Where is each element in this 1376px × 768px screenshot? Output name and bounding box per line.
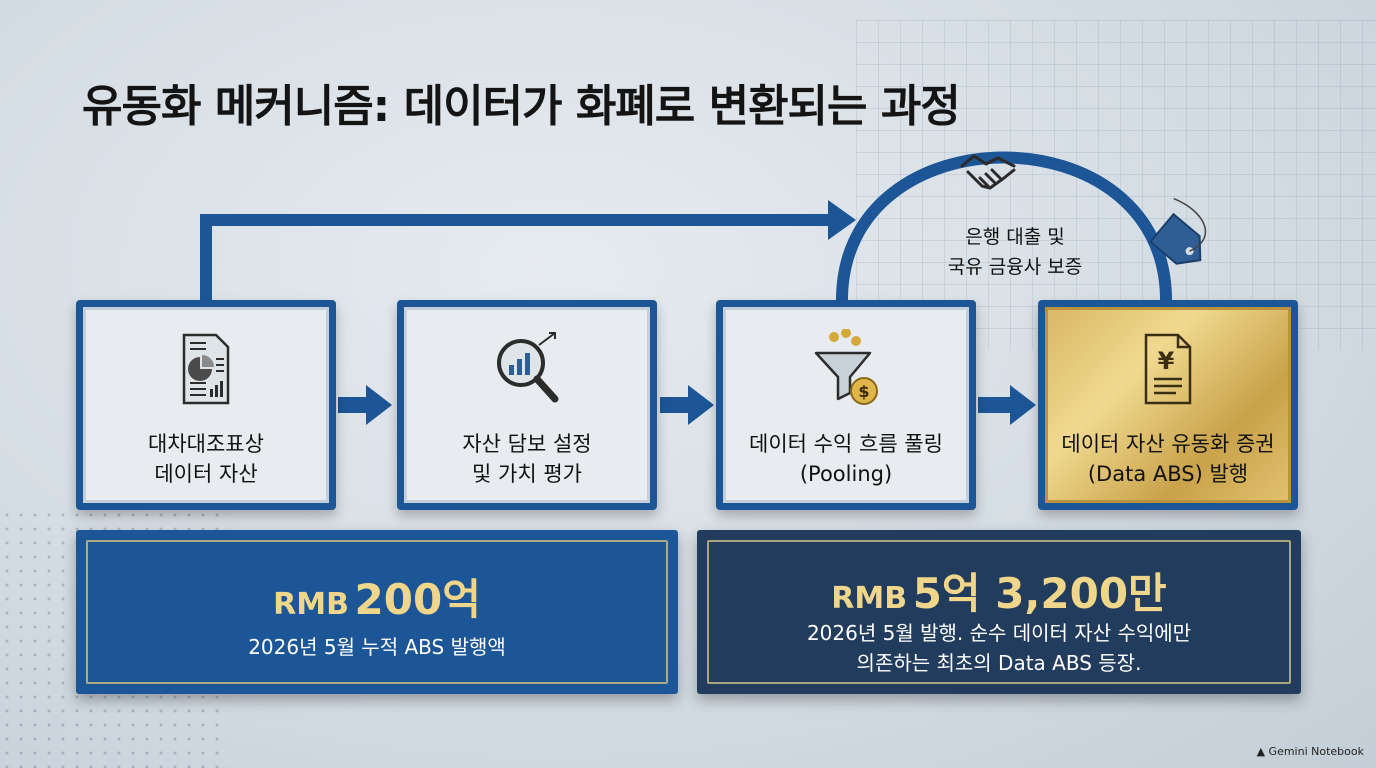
step-card-abs-issuance: ¥ 데이터 자산 유동화 증권 (Data ABS) 발행 [1038, 300, 1298, 510]
page-title: 유동화 메커니즘: 데이터가 화폐로 변환되는 과정 [82, 81, 961, 132]
stat-left-amount: RMB 200억 [76, 566, 678, 627]
stat-right-desc-line2: 의존하는 최초의 Data ABS 등장. [856, 651, 1142, 675]
funnel-coins-icon: $ [814, 329, 878, 405]
step-4-line2: (Data ABS) 발행 [1087, 462, 1249, 486]
stat-right-desc: 2026년 5월 발행. 순수 데이터 자산 수익에만 의존하는 최초의 Dat… [697, 618, 1301, 678]
handshake-icon [960, 154, 1016, 190]
stat-right-value: 5억 3,200만 [912, 569, 1167, 618]
bypass-arrow-head [828, 200, 856, 240]
connector-arrow-3-4 [978, 385, 1036, 425]
step-2-line1: 자산 담보 설정 [462, 432, 592, 456]
svg-text:$: $ [858, 382, 869, 401]
brand-text: Gemini Notebook [1268, 745, 1364, 758]
guarantee-arc [836, 151, 1172, 301]
step-3-line1: 데이터 수익 흐름 풀링 [749, 432, 943, 456]
connector-arrow-1-2 [338, 385, 392, 425]
bypass-arrow-line [200, 214, 828, 300]
stat-left-prefix: RMB [273, 587, 349, 622]
stat-left-value: 200억 [354, 575, 481, 624]
stat-left-desc: 2026년 5월 누적 ABS 발행액 [248, 635, 506, 659]
step-card-pooling: $ 데이터 수익 흐름 풀링 (Pooling) [716, 300, 976, 510]
svg-text:¥: ¥ [1158, 347, 1175, 375]
guarantee-note: 은행 대출 및 국유 금융사 보증 [920, 222, 1110, 282]
stat-box-first-data-abs: RMB 5억 3,200만 2026년 5월 발행. 순수 데이터 자산 수익에… [697, 530, 1301, 694]
stat-right-amount: RMB 5억 3,200만 [697, 560, 1301, 621]
step-3-line2: (Pooling) [799, 462, 893, 486]
step-1-line2: 데이터 자산 [154, 462, 258, 486]
stat-right-desc-line1: 2026년 5월 발행. 순수 데이터 자산 수익에만 [806, 621, 1192, 645]
price-tag-icon [1149, 197, 1207, 265]
document-chart-icon [182, 333, 230, 405]
stat-box-cumulative: RMB 200억 2026년 5월 누적 ABS 발행액 [76, 530, 678, 694]
step-card-balance-sheet: 대차대조표상 데이터 자산 [76, 300, 336, 510]
step-card-collateral: 자산 담보 설정 및 가치 평가 [397, 300, 657, 510]
step-1-line1: 대차대조표상 [148, 432, 264, 456]
step-4-line1: 데이터 자산 유동화 증권 [1061, 432, 1275, 456]
magnifier-chart-icon [497, 332, 559, 403]
brand-label: ▲ Gemini Notebook [1256, 745, 1364, 758]
connector-arrow-2-3 [660, 385, 714, 425]
guarantee-line2: 국유 금융사 보증 [947, 256, 1083, 278]
step-2-line2: 및 가치 평가 [472, 462, 582, 486]
stat-right-prefix: RMB [831, 581, 908, 616]
yuan-document-icon: ¥ [1144, 333, 1192, 405]
grid-decoration [856, 20, 1376, 350]
guarantee-line1: 은행 대출 및 [965, 226, 1065, 248]
